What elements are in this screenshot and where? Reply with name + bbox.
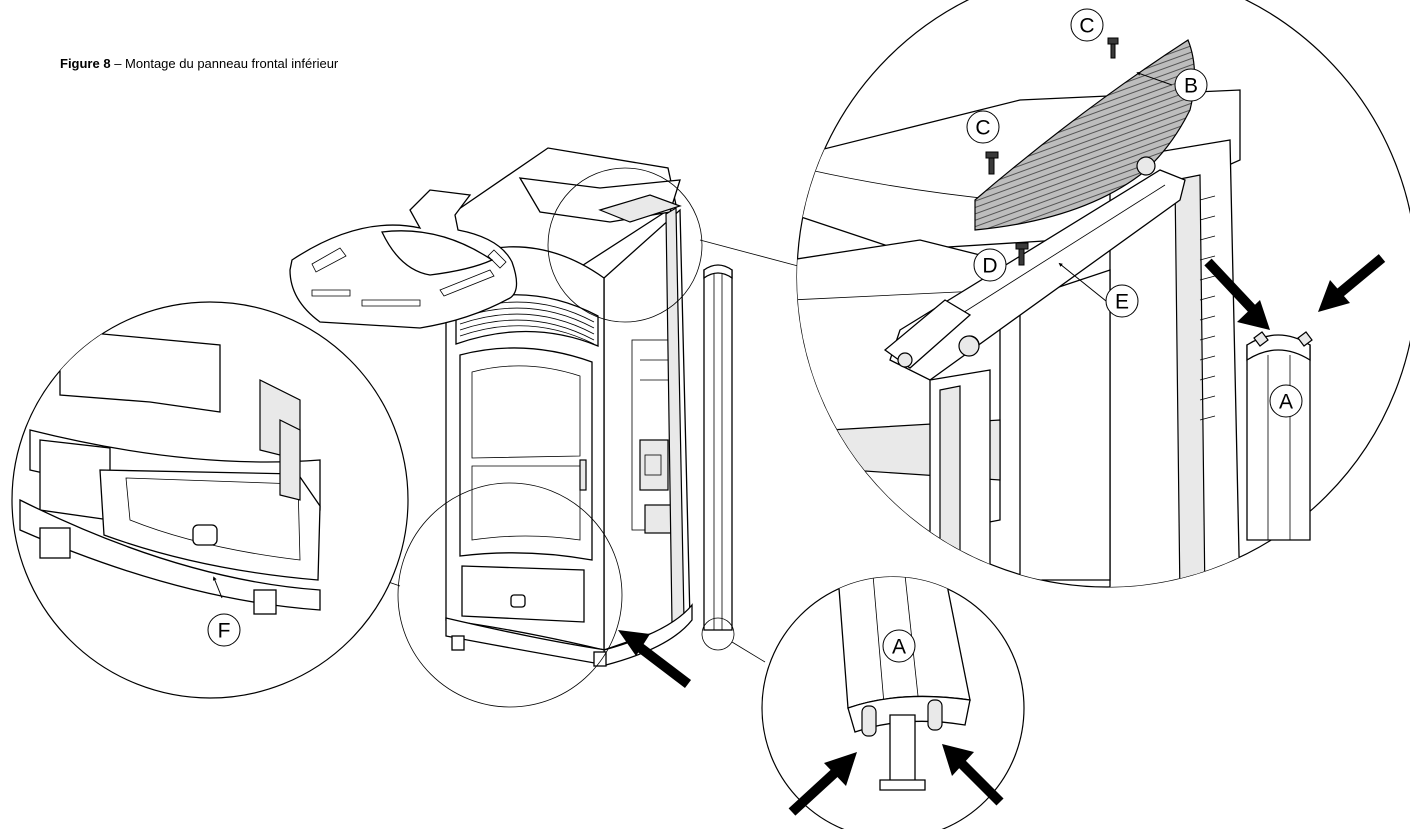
zoom-ring-profile xyxy=(701,617,735,651)
arrow-icon-top-right-1 xyxy=(1204,258,1270,330)
callout-E: E xyxy=(1105,284,1139,318)
arrow-icon-bottom-right-2 xyxy=(942,744,1004,806)
figure-caption: Figure 8 – Montage du panneau frontal in… xyxy=(60,56,338,71)
callout-F: F xyxy=(207,613,241,647)
zoom-ring-top xyxy=(547,167,703,323)
leader-line-top xyxy=(699,239,799,267)
callout-B-text: B xyxy=(1184,75,1198,98)
callout-B: B xyxy=(1174,68,1208,102)
arrow-icon-bottom-right-1 xyxy=(788,752,857,816)
leader-E xyxy=(1058,262,1107,302)
callout-C-top-text: C xyxy=(1079,15,1094,38)
callout-F-text: F xyxy=(218,620,231,643)
leader-B xyxy=(1136,71,1173,86)
top-cover-panel xyxy=(289,189,518,329)
arrow-icon-base xyxy=(618,630,692,688)
figure-title: Montage du panneau frontal inférieur xyxy=(125,56,339,71)
callout-C-left: C xyxy=(966,110,1000,144)
callout-A-bottom-text: A xyxy=(892,636,906,659)
detail-top-right xyxy=(796,0,1410,588)
figure-label: Figure 8 xyxy=(60,56,111,71)
trim-profile-A xyxy=(703,264,733,631)
callout-A-top: A xyxy=(1269,384,1303,418)
zoom-ring-bottom xyxy=(397,482,623,708)
stove-body xyxy=(439,147,693,667)
detail-bottom-right xyxy=(761,576,1025,829)
callout-E-text: E xyxy=(1115,291,1129,314)
callout-C-left-text: C xyxy=(975,117,990,140)
callout-A-top-text: A xyxy=(1279,391,1293,414)
detail-left xyxy=(11,301,409,699)
callout-A-bottom: A xyxy=(882,629,916,663)
arrow-icon-top-right-2 xyxy=(1318,254,1386,312)
callout-D-text: D xyxy=(982,255,997,278)
callout-D: D xyxy=(973,248,1007,282)
profile-A-detail xyxy=(1246,331,1313,541)
callout-C-top: C xyxy=(1070,8,1104,42)
leader-line-profile xyxy=(731,641,766,663)
caption-separator: – xyxy=(110,56,126,71)
